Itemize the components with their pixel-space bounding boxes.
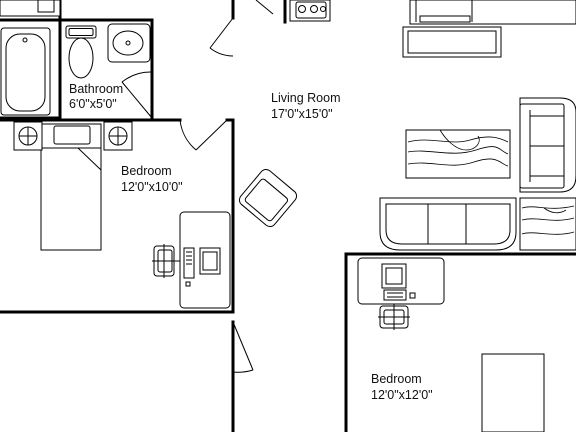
lower-door — [232, 321, 254, 373]
nightstand-right — [103, 121, 133, 151]
bathroom-size: 6'0"x5'0" — [69, 97, 117, 111]
bedroom-left-size: 12'0"x10'0" — [121, 180, 183, 194]
bedroom-left-name: Bedroom — [121, 164, 172, 178]
bathtub — [0, 27, 51, 116]
bedroom-left-door — [179, 119, 228, 151]
bathroom-name: Bathroom — [69, 82, 123, 96]
desk-right — [357, 257, 445, 305]
living-room-name: Living Room — [271, 91, 340, 105]
toilet — [65, 25, 97, 79]
chair-right — [378, 304, 410, 330]
bed-right — [481, 353, 545, 432]
coffee-table — [405, 129, 511, 179]
desk-left — [179, 211, 231, 309]
bathroom-door — [121, 71, 153, 119]
tv-unit — [402, 0, 576, 58]
stove — [289, 0, 331, 22]
top-door — [209, 0, 274, 57]
chair-left — [152, 244, 180, 278]
end-table — [519, 197, 576, 251]
bed-left — [40, 123, 102, 251]
armchair — [238, 168, 298, 228]
sofa — [379, 197, 517, 251]
doors — [121, 0, 274, 373]
bedroom-right-name: Bedroom — [371, 372, 422, 386]
living-room-size: 17'0"x15'0" — [271, 107, 333, 121]
bedroom-right-size: 12'0"x12'0" — [371, 388, 433, 402]
sink — [107, 23, 151, 63]
loveseat — [519, 97, 576, 193]
nightstand-left — [13, 121, 43, 151]
counter-top-left — [0, 0, 61, 17]
